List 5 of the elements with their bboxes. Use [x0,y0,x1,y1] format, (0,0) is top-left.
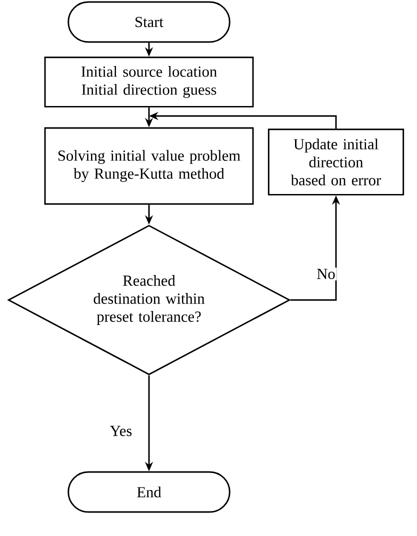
process-box: Solving initial value problem by Runge-Kutta method [44,127,254,205]
edge-label: Yes [108,424,134,438]
process-box: Update initial direction based on error [268,128,404,196]
process-box: Initial source location Initial direction guess [44,56,254,108]
edge-label: No [315,268,337,280]
